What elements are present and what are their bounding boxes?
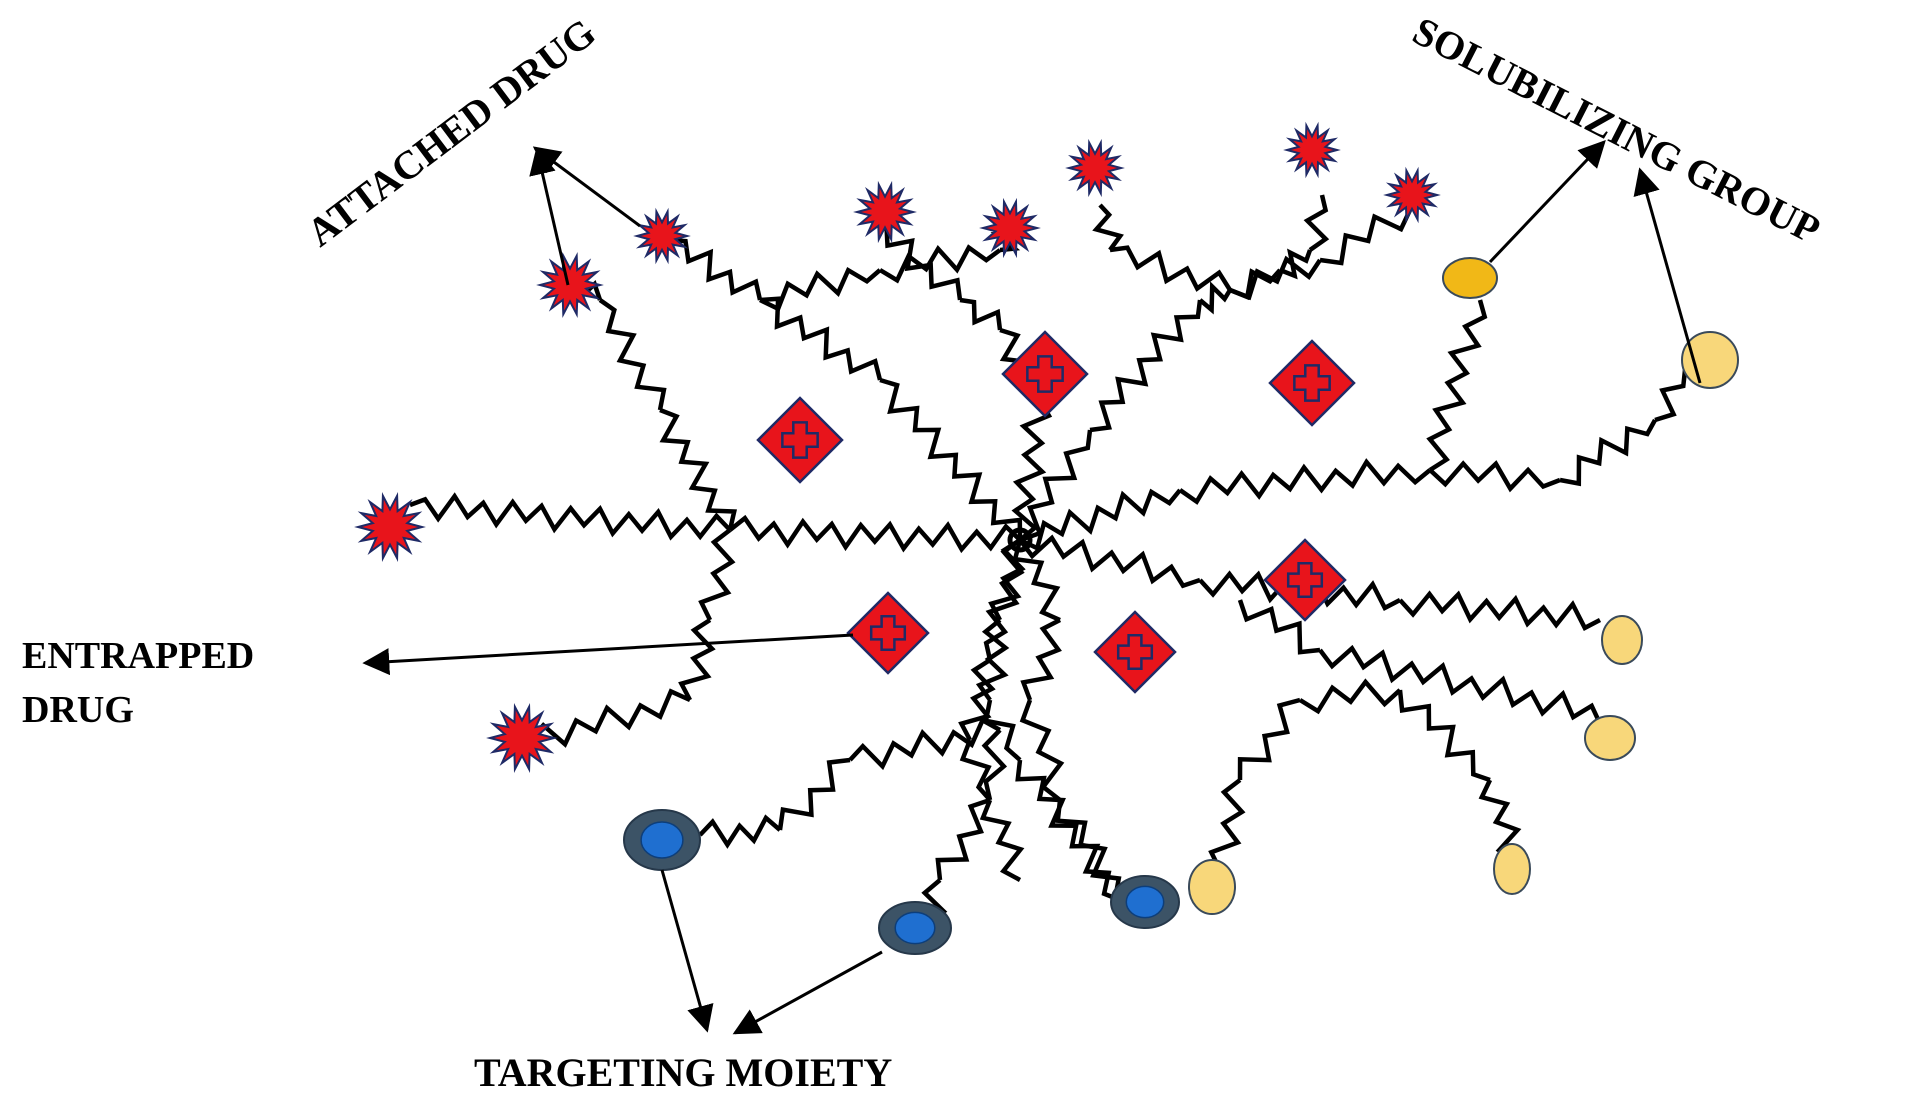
polymer-chain: [659, 407, 737, 531]
polymer-chain: [1397, 689, 1491, 783]
red-starburst-icon: [633, 207, 691, 265]
polymer-chain: [1020, 617, 1062, 701]
polymer-chain: [1019, 488, 1182, 552]
polymer-chain: [1198, 281, 1232, 315]
polymer-chain: [409, 492, 732, 541]
attached-drug-label: ATTACHED DRUG: [298, 9, 603, 255]
red-starburst-icon: [1065, 138, 1125, 198]
red-diamond-icon: [1263, 538, 1347, 622]
polymer-chain: [698, 814, 782, 849]
polymer-chain: [1015, 759, 1121, 903]
polymer-chain: [879, 377, 1023, 541]
attached-drug-group: [354, 121, 1441, 774]
blue-ring-icon: [623, 809, 701, 871]
polymer-chain: [1011, 398, 1053, 542]
yellow-circle-icon: [1493, 843, 1531, 895]
polymer-chain: [1279, 248, 1313, 280]
yellow-circle-icon: [1681, 331, 1739, 389]
blue-ring-icon: [1110, 875, 1180, 929]
polymer-chain: [1428, 460, 1561, 493]
polymer-chain: [1237, 697, 1301, 781]
red-starburst-icon: [853, 180, 917, 244]
polymer-chain: [759, 266, 882, 312]
polymer-chain: [958, 658, 996, 742]
yellow-circle-icon: [1584, 715, 1636, 761]
polymer-chain: [1089, 299, 1203, 433]
polymer-chain: [1237, 599, 1321, 655]
polymer-chain: [1018, 534, 1201, 589]
red-starburst-icon: [354, 491, 426, 563]
polymer-chain: [1426, 299, 1488, 472]
polymer-chain: [1319, 209, 1413, 266]
red-starburst-icon: [486, 702, 558, 774]
red-diamond-icon: [1001, 330, 1089, 418]
blue-ring-icon: [878, 901, 952, 955]
polymer-chain: [959, 739, 992, 802]
targeting-moiety-markers: [623, 809, 1180, 955]
dendrimer-core: [1007, 527, 1033, 553]
polymer-chain: [728, 514, 1022, 554]
polymer-chain: [1178, 458, 1432, 505]
red-starburst-icon: [1283, 121, 1341, 179]
polymer-chain: [1298, 678, 1402, 715]
polymer-chain: [528, 688, 691, 748]
entrapped-drug-label-line1: ENTRAPPED: [22, 635, 254, 677]
polymer-chain: [1654, 369, 1688, 423]
yellow-circle-icon: [1601, 615, 1643, 665]
red-starburst-icon: [1383, 166, 1441, 224]
polymer-chains: [409, 194, 1688, 941]
polymer-chain: [777, 757, 851, 831]
red-starburst-icon: [979, 197, 1041, 259]
polymer-chain: [1318, 644, 1621, 732]
solubilizing-group-label: SOLUBILIZING GROUP: [1406, 8, 1827, 252]
solubilizing-group-arrow: [1488, 140, 1606, 264]
red-diamond-icon: [846, 591, 930, 675]
entrapped-drug-group: [756, 330, 1356, 694]
polymer-chain: [598, 298, 667, 411]
polymer-chain: [979, 799, 1025, 882]
red-starburst-icon: [536, 252, 604, 318]
polymer-chain: [669, 237, 763, 301]
polymer-chain: [935, 797, 991, 881]
yellow-circle-icon: [1442, 257, 1498, 299]
targeting-moiety-label: TARGETING MOIETY: [474, 1050, 892, 1095]
yellow-circle-icon: [1188, 859, 1236, 915]
polymer-chain: [983, 538, 1025, 661]
polymer-chain: [1109, 245, 1232, 292]
polymer-chain: [981, 728, 1008, 801]
polymer-chain: [1303, 194, 1330, 252]
polymer-chain: [848, 717, 1002, 771]
polymer-chain: [1229, 268, 1282, 301]
attached-drug-arrow: [532, 146, 641, 228]
entrapped-drug-label-line2: DRUG: [22, 689, 134, 731]
red-diamond-icon: [1268, 339, 1356, 427]
polymer-chain: [1398, 590, 1602, 631]
label-arrows: [362, 140, 1702, 1035]
polymer-chain: [1019, 429, 1093, 543]
polymer-chain: [678, 618, 716, 702]
targeting-moiety-arrow: [660, 869, 714, 1033]
polymer-chain: [1208, 778, 1246, 871]
polymer-chain: [759, 296, 883, 381]
entrapped-drug-arrow: [362, 633, 854, 676]
polymer-chain: [1559, 418, 1657, 487]
polymer-chain: [1092, 203, 1124, 252]
polymer-chain: [698, 528, 736, 621]
red-diamond-icon: [756, 396, 844, 484]
targeting-moiety-arrow: [732, 950, 883, 1035]
red-diamond-icon: [1093, 610, 1177, 694]
polymer-chain: [878, 244, 1002, 284]
polymer-chain: [959, 297, 1003, 331]
solubilizing-group-arrow: [1633, 167, 1702, 384]
